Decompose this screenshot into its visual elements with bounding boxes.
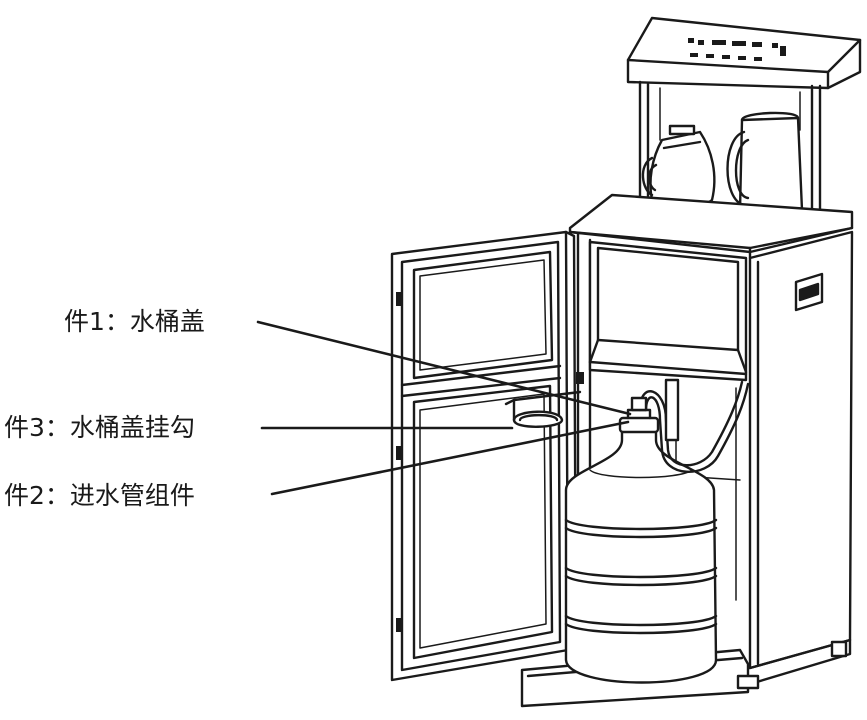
electric-kettle: [726, 111, 806, 218]
water-bottle: [564, 408, 718, 684]
inlet-hose: [630, 378, 750, 473]
leader-part1: [256, 320, 632, 416]
cabinet-body: [520, 193, 854, 708]
callout-part3-label: 件3：水桶盖挂勾: [4, 413, 195, 442]
panel-buttons: [688, 38, 786, 61]
leader-lines: [256, 320, 632, 496]
glass-kettle: [641, 124, 716, 208]
control-panel: [626, 16, 862, 90]
leader-part2: [270, 420, 630, 496]
callout-labels: 件1：水桶盖 件3：水桶盖挂勾 件2：进水管组件: [4, 307, 205, 510]
callout-part1-label: 件1：水桶盖: [64, 307, 205, 336]
callout-part2-label: 件2：进水管组件: [4, 481, 195, 510]
bucket-lid-hook: [504, 390, 582, 428]
panel-columns: [638, 80, 822, 217]
cabinet-door: [390, 230, 584, 682]
